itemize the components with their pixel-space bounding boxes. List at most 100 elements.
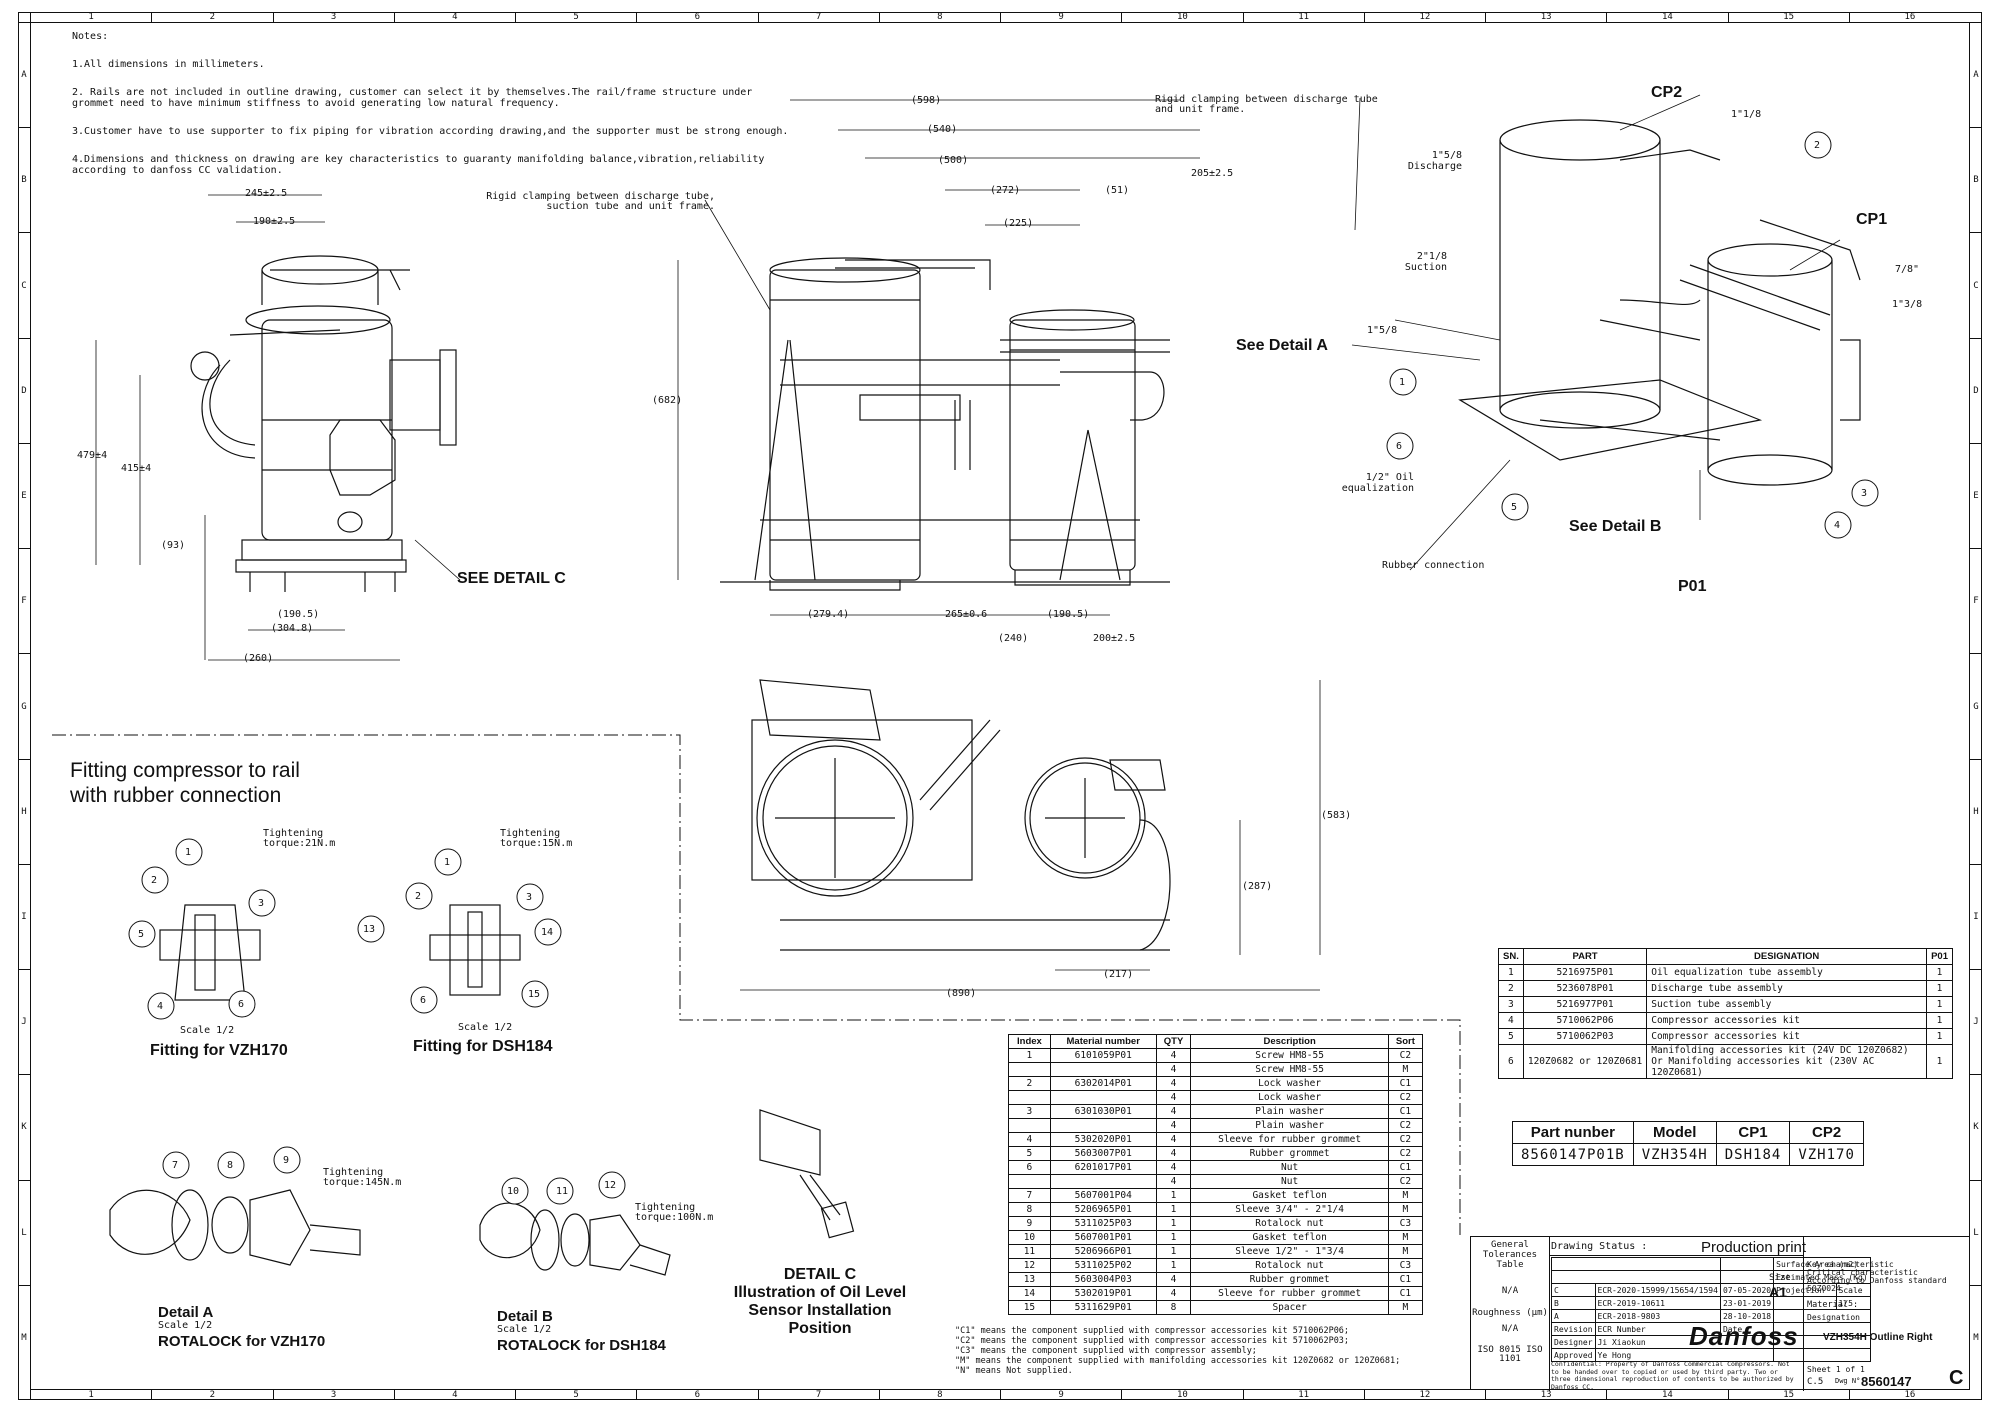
material-cell: C1 [1387,1104,1424,1119]
material-cell: C1 [1387,1160,1424,1175]
parts-cell: Manifolding accessories kit (24V DC 120Z… [1646,1044,1928,1079]
material-cell: 2 [1008,1076,1051,1091]
detail-a-balloon-8: 8 [227,1160,234,1171]
dim-540: (540) [927,124,958,135]
material-cell: 1 [1155,1216,1192,1231]
material-cell [1049,1062,1157,1077]
dim-272: (272) [990,185,1021,196]
model-col-part-number: Part nunber [1512,1121,1634,1144]
footnote-c3: "C3" means the component supplied with c… [955,1346,1257,1356]
material-cell: 9 [1008,1216,1051,1231]
parts-cell: 5710062P03 [1522,1028,1648,1045]
detail-c-text: DETAIL C Illustration of Oil Level Senso… [700,1266,940,1338]
mat-col-material-number: Material number [1049,1034,1157,1049]
parts-col-sn: SN. [1498,948,1524,965]
parts-cell: 1 [1926,1044,1953,1079]
material-cell: C2 [1387,1090,1424,1105]
material-cell: Rubber grommet [1190,1272,1389,1287]
tb-according: According to Danfoss standard 50Z0024 [1807,1276,1947,1293]
dsh-caption: Fitting for DSH184 [413,1038,553,1055]
zone-label: M [18,1284,30,1390]
dim-598: (598) [911,95,942,106]
dim-190-5: (190.5) [277,609,320,620]
vzh-balloon-3: 3 [258,898,265,909]
zone-label: 8 [878,1390,1000,1400]
tb-na-1: N/A [1501,1286,1519,1296]
material-cell: Screw HM8-55 [1190,1062,1389,1077]
fitting-title-line2: with rubber connection [70,784,282,807]
parts-cell: 5 [1498,1028,1524,1045]
material-cell: M [1387,1062,1424,1077]
material-cell: C1 [1387,1286,1424,1301]
zone-label: 11 [1242,1390,1364,1400]
material-cell: 1 [1155,1188,1192,1203]
rotalock-details [109,1189,671,1276]
zone-label: B [18,127,30,232]
zone-label: 3 [272,1390,394,1400]
material-cell: 5603007P01 [1049,1146,1157,1161]
material-cell: C1 [1387,1272,1424,1287]
dimension-lines [95,99,1321,991]
zone-label: 6 [636,12,757,22]
balloon-4: 4 [1834,520,1841,531]
tb-size-label: Size [1769,1273,1791,1283]
material-cell: Gasket teflon [1190,1230,1389,1245]
detail-c-line-4: Position [788,1320,852,1337]
zone-label: H [18,758,30,864]
label-1-5-8: 1"5/8 [1367,325,1398,336]
zone-label: 8 [878,12,1000,22]
material-cell: C2 [1387,1174,1424,1189]
model-col-cp2: CP2 [1789,1121,1864,1144]
note-1: 1.All dimensions in millimeters. [72,59,265,70]
parts-table-header: SN. PART DESIGNATION P01 [1498,948,1953,965]
material-cell: 4 [1155,1272,1192,1287]
model-col-cp1: CP1 [1715,1121,1791,1144]
mat-col-description: Description [1190,1034,1389,1049]
dim-93: (93) [161,540,186,551]
label-7-8: 7/8" [1895,264,1920,275]
detail-a-torque: Tightening torque:145N.m [323,1167,402,1188]
vzh-balloon-1: 1 [185,847,192,858]
material-cell: Gasket teflon [1190,1188,1389,1203]
material-cell: 5302020P01 [1049,1132,1157,1147]
dsh-balloon-1: 1 [444,857,451,868]
tb-designation: VZH354H Outline Right [1823,1332,1933,1343]
note-3: 3.Customer have to use supporter to fix … [72,126,789,137]
dim-205: 205±2.5 [1191,168,1234,179]
parts-cell: 5216977P01 [1522,996,1648,1013]
material-cell: 6302014P01 [1049,1076,1157,1091]
front-view-compressors [720,257,1170,591]
material-cell: Nut [1190,1160,1389,1175]
side-view-compressor [190,255,457,592]
mat-col-qty: QTY [1155,1034,1192,1049]
zone-label: 5 [515,12,636,22]
material-cell [1008,1174,1051,1189]
zone-label: K [1970,1074,1982,1179]
balloon-3: 3 [1861,488,1868,499]
zone-label: 4 [393,12,515,22]
detail-c-line-1: DETAIL C [783,1266,857,1283]
balloon-5: 5 [1511,502,1518,513]
material-cell: 4 [1155,1132,1192,1147]
label-discharge: 1"5/8 Discharge [1407,150,1462,172]
zone-label: 11 [1242,12,1364,22]
tb-na-2: N/A [1501,1324,1519,1334]
fitting-details [159,904,521,1001]
tb-approved: Ye Hong [1594,1348,1775,1362]
zone-label: 14 [1606,1390,1727,1400]
tb-general-tol: General Tolerances Table [1482,1240,1538,1270]
dim-225: (225) [1003,218,1034,229]
material-cell: 4 [1155,1286,1192,1301]
parts-cell: 5236078P01 [1522,980,1648,997]
material-table: Index Material number QTY Description So… [1008,1034,1424,1315]
top-view-compressors [751,679,1171,951]
